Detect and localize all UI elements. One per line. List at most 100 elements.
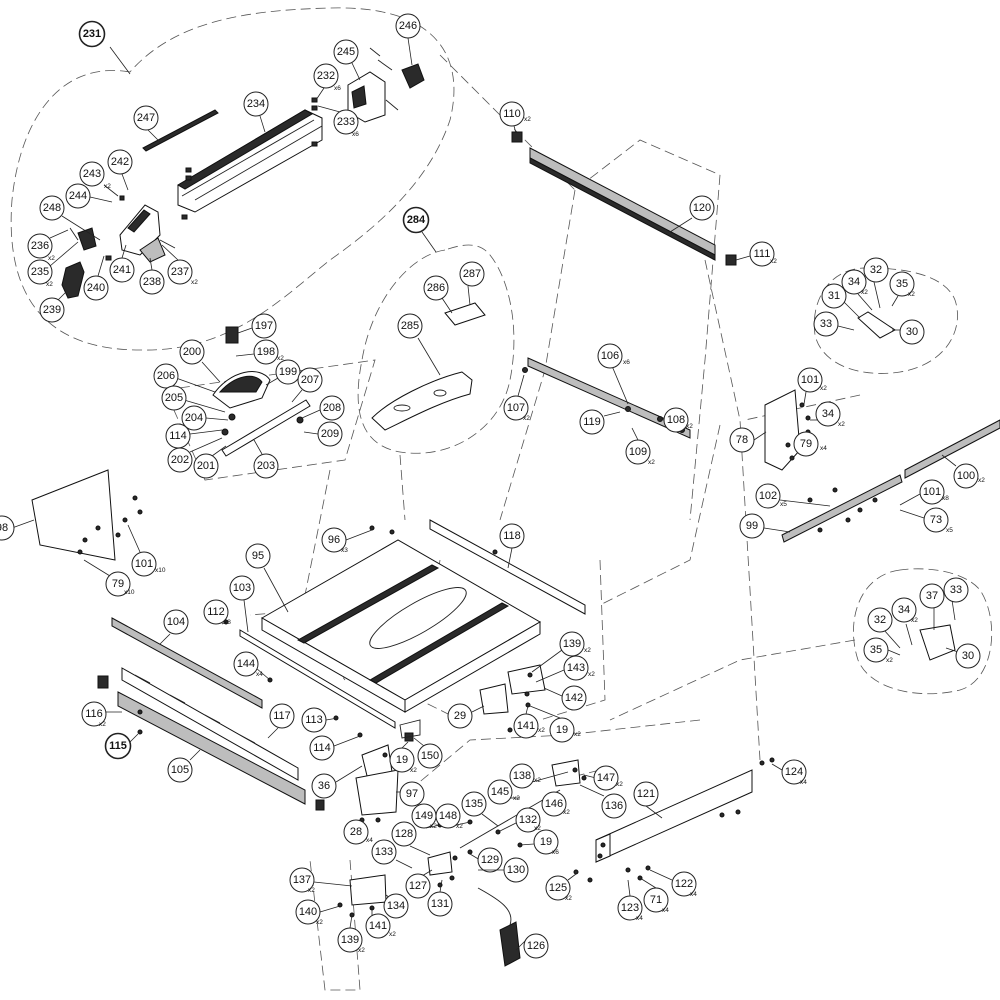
callout-144[interactable]: 144 x4 [233,651,271,681]
callout-130[interactable]: 130 [478,857,529,883]
callout-248[interactable]: 248 [39,195,101,241]
callout-33-upper[interactable]: 33 [813,311,855,337]
callout-239[interactable]: 239 [39,291,67,323]
callout-110[interactable]: 110 x2 [499,101,531,134]
callout-19-right[interactable]: 19 x2 [529,705,581,743]
callout-139-right[interactable]: 139 x2 [531,631,591,673]
callout-79-mid[interactable]: 79 x4 [793,431,827,457]
callout-134[interactable]: 134 [383,893,409,919]
callout-124[interactable]: 124 x4 [771,759,807,786]
callout-111[interactable]: 111 x2 [735,241,777,267]
callout-34-upper[interactable]: 34 x2 [841,269,873,311]
callout-208[interactable]: 208 [301,395,345,421]
callout-99[interactable]: 99 [739,513,791,539]
callout-115[interactable]: 115 [104,732,139,760]
callout-114-upper[interactable]: 114 [165,423,223,449]
callout-242[interactable]: 242 [107,149,133,191]
callout-79-left[interactable]: 79 x10 [83,559,135,597]
callout-117[interactable]: 117 [267,703,295,739]
callout-34-mid[interactable]: 34 x2 [810,401,845,428]
callout-19-mid[interactable]: 19 x2 [389,741,417,774]
callout-287[interactable]: 287 [459,261,485,306]
callout-31[interactable]: 31 [821,283,861,319]
callout-202[interactable]: 202 [167,437,223,473]
callout-36[interactable]: 36 [311,765,363,799]
callout-98[interactable]: 98 [0,515,35,541]
callout-238[interactable]: 238 [139,257,165,295]
callout-112[interactable]: 112 x8 [203,599,231,626]
callout-284[interactable]: 284 [402,206,437,253]
callout-97[interactable]: 97 [396,781,425,807]
callout-33-lower[interactable]: 33 [943,577,969,621]
callout-127[interactable]: 127 [405,869,433,899]
callout-150[interactable]: 150 [413,737,443,769]
callout-28[interactable]: 28 x4 [343,819,373,845]
callout-209[interactable]: 209 [303,421,343,447]
callout-199[interactable]: 199 [265,359,301,386]
callout-29[interactable]: 29 [447,703,485,729]
callout-122[interactable]: 122 x4 [649,869,697,898]
callout-107[interactable]: 107 x2 [503,374,530,422]
callout-235[interactable]: 235 x2 [27,241,79,288]
callout-245[interactable]: 245 [333,39,361,81]
callout-71[interactable]: 71 x4 [639,877,669,914]
callout-132[interactable]: 132 x2 [497,807,541,833]
callout-137[interactable]: 137 x2 [289,867,353,894]
callout-240[interactable]: 240 [83,255,109,301]
callout-125[interactable]: 125 x2 [545,873,577,902]
callout-232[interactable]: 232 x6 [313,63,341,101]
callout-135[interactable]: 135 [461,791,499,827]
callout-129[interactable]: 129 [469,847,503,873]
callout-96[interactable]: 96 x3 [321,527,373,554]
callout-286[interactable]: 286 [423,275,453,314]
callout-149[interactable]: 149 x2 [411,803,441,830]
callout-116[interactable]: 116 x2 [81,701,122,728]
callout-78[interactable]: 78 [729,427,767,453]
callout-141-lower[interactable]: 141 x2 [365,908,396,939]
callout-34-lower[interactable]: 34 x2 [891,597,918,646]
callout-148[interactable]: 148 x2 [435,803,471,830]
callout-101-b[interactable]: 101 x8 [899,479,949,506]
callout-201[interactable]: 201 [193,445,227,479]
callout-243[interactable]: 243 x2 [79,161,119,197]
callout-204[interactable]: 204 [181,405,229,431]
callout-147[interactable]: 147 x2 [583,765,623,791]
callout-114-lower[interactable]: 114 [309,735,361,761]
callout-104[interactable]: 104 [159,609,189,645]
callout-140[interactable]: 140 x2 [295,899,341,926]
callout-113[interactable]: 113 [301,707,339,733]
callout-142[interactable]: 142 [543,685,587,711]
callout-35-upper[interactable]: 35 x2 [889,271,915,307]
callout-205[interactable]: 205 [161,385,226,413]
callout-206[interactable]: 206 [153,363,216,393]
callout-105[interactable]: 105 [167,749,201,783]
callout-139-lower[interactable]: 139 x2 [337,914,365,954]
callout-203[interactable]: 203 [253,439,279,479]
callout-138[interactable]: 138 x2 [509,763,569,789]
callout-146[interactable]: 146 x2 [541,791,570,817]
callout-95[interactable]: 95 [245,543,289,613]
callout-101-a[interactable]: 101 x2 [797,367,827,405]
callout-143[interactable]: 143 x2 [535,655,595,683]
callout-35-lower[interactable]: 35 x2 [863,637,901,664]
callout-126[interactable]: 126 [515,933,549,959]
callout-102[interactable]: 102 x5 [755,483,831,509]
callout-30-upper[interactable]: 30 [892,319,925,345]
callout-106[interactable]: 106 x6 [597,343,630,405]
callout-200[interactable]: 200 [179,339,221,383]
callout-100[interactable]: 100 x2 [941,454,985,489]
callout-141-right[interactable]: 141 x2 [513,705,545,739]
callout-32-upper[interactable]: 32 [863,257,889,309]
callout-244[interactable]: 244 [65,183,113,209]
callout-109[interactable]: 109 x2 [625,427,655,466]
callout-128[interactable]: 128 [391,821,431,856]
callout-241[interactable]: 241 [109,244,135,283]
callout-285[interactable]: 285 [397,313,441,376]
callout-30-lower[interactable]: 30 [945,643,981,669]
callout-207[interactable]: 207 [291,367,323,403]
callout-136[interactable]: 136 [579,784,627,819]
callout-103[interactable]: 103 [229,575,255,633]
callout-236[interactable]: 236 x2 [27,229,69,262]
callout-73[interactable]: 73 x5 [899,507,953,534]
callout-133[interactable]: 133 [371,839,413,869]
